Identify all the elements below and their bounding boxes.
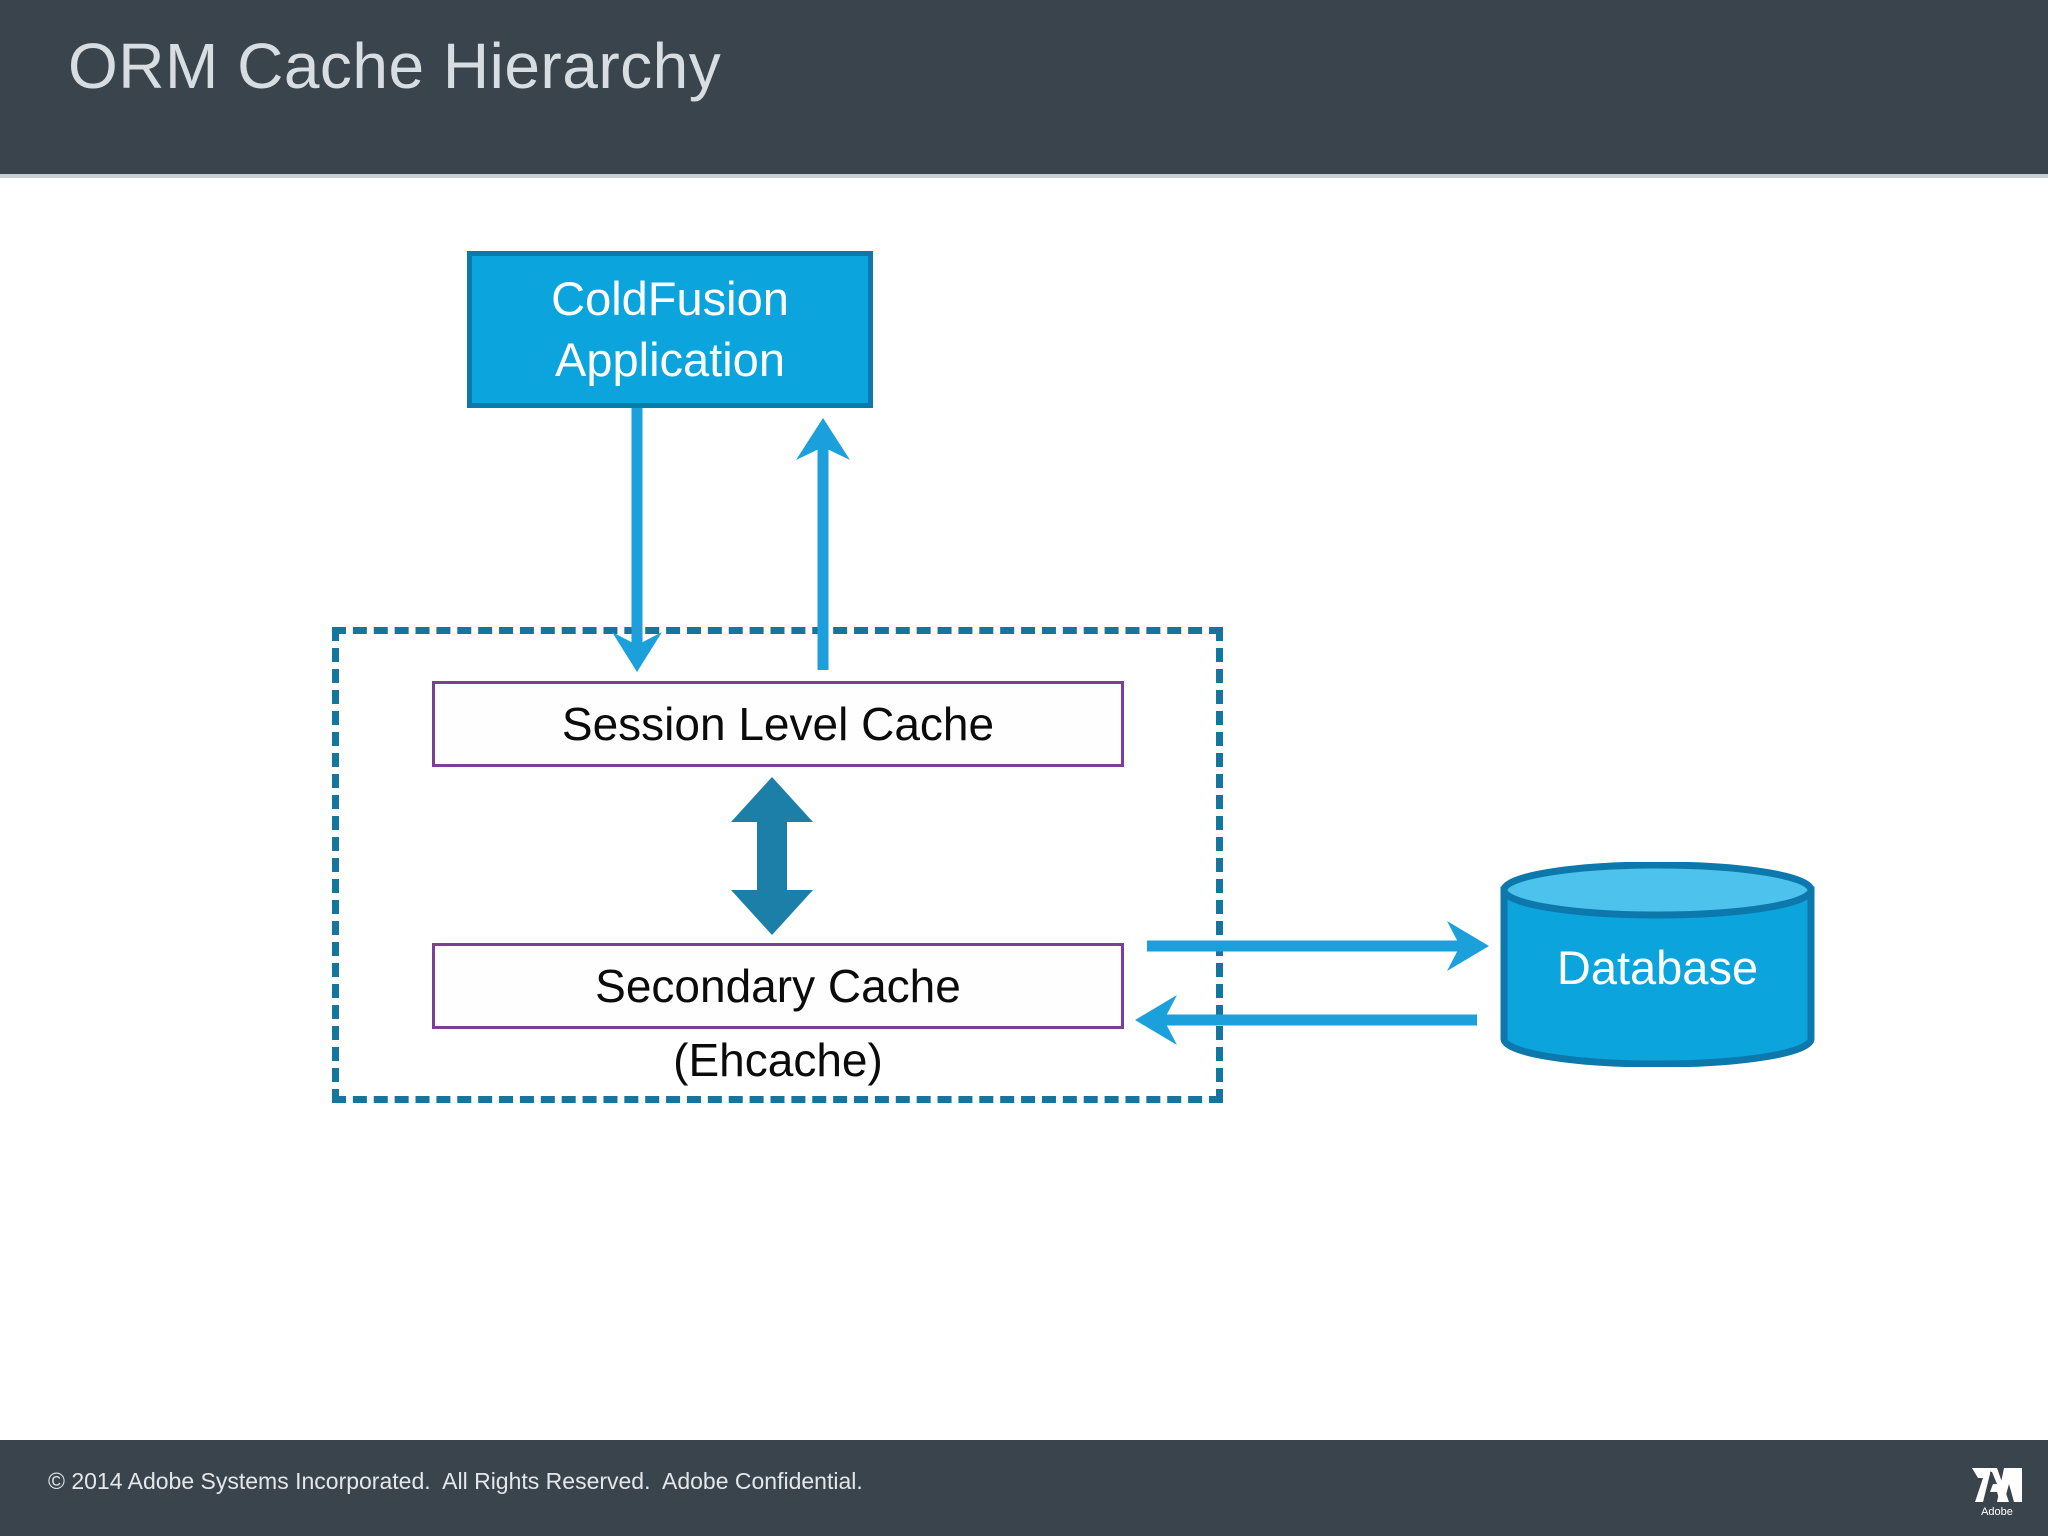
copyright-notice: © 2014 Adobe Systems Incorporated. All R…: [48, 1468, 863, 1494]
slide-footer-bar: [0, 1440, 2048, 1536]
slide-header-bar: [0, 0, 2048, 174]
node-application-label-line1: ColdFusion: [551, 272, 789, 326]
cache-grouping-boundary: [332, 627, 1223, 1103]
adobe-logo-icon: Adobe: [1972, 1468, 2022, 1518]
node-secondary-cache-sublabel: (Ehcache): [673, 1034, 883, 1086]
node-application-label-line2: Application: [555, 332, 785, 386]
node-session-cache-label: Session Level Cache: [561, 698, 995, 750]
node-database-cylinder[interactable]: [1500, 862, 1815, 1067]
adobe-wordmark: Adobe: [1981, 1506, 2013, 1518]
node-session-level-cache[interactable]: Session Level Cache: [432, 681, 1124, 767]
database-cylinder-top: [1500, 862, 1815, 919]
database-cylinder-body: [1500, 886, 1815, 1067]
node-coldfusion-application[interactable]: ColdFusion Application: [467, 251, 873, 408]
node-secondary-cache[interactable]: Secondary Cache: [432, 943, 1124, 1029]
node-database-label: Database: [1556, 941, 1759, 994]
node-secondary-cache-label: Secondary Cache: [595, 960, 961, 1012]
header-divider-rule: [0, 174, 2048, 178]
page-title: ORM Cache Hierarchy: [68, 30, 722, 102]
